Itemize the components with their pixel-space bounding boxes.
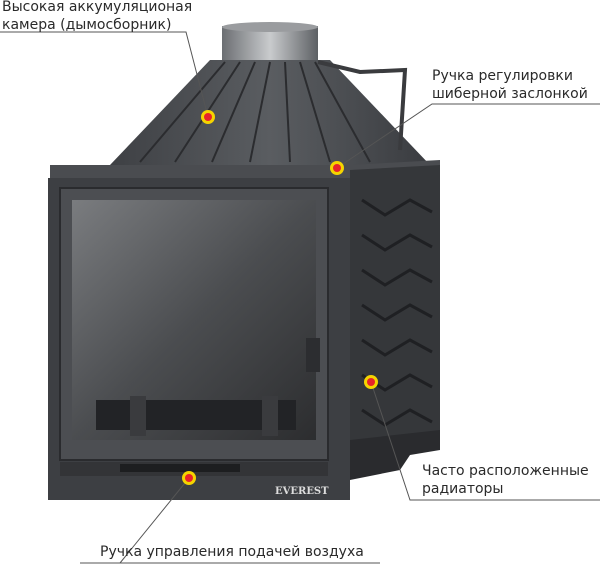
callout-line: Часто расположенные bbox=[422, 463, 589, 479]
smoke-chamber-hood bbox=[110, 60, 430, 165]
callout-smoke-chamber: Высокая аккумуляционая камера (дымосборн… bbox=[2, 0, 192, 34]
callout-radiators: Часто расположенные радиаторы bbox=[422, 462, 589, 498]
damper-handle bbox=[317, 60, 408, 151]
leader-lines bbox=[0, 31, 600, 564]
door-handle bbox=[306, 338, 320, 372]
callout-damper-handle: Ручка регулировки шиберной заслонкой bbox=[432, 67, 588, 103]
callout-line: камера (дымосборник) bbox=[2, 17, 172, 33]
callout-line: Ручка управления подачей воздуха bbox=[100, 544, 364, 560]
callout-air-control: Ручка управления подачей воздуха bbox=[100, 543, 364, 561]
air-control-slider bbox=[120, 464, 240, 472]
callout-line: Ручка регулировки bbox=[432, 68, 573, 84]
callout-line: радиаторы bbox=[422, 481, 504, 497]
callout-line: Высокая аккумуляционая bbox=[2, 0, 193, 15]
callout-line: шиберной заслонкой bbox=[432, 86, 588, 102]
brand-logo: EVEREST bbox=[275, 486, 329, 497]
markers bbox=[182, 110, 378, 485]
